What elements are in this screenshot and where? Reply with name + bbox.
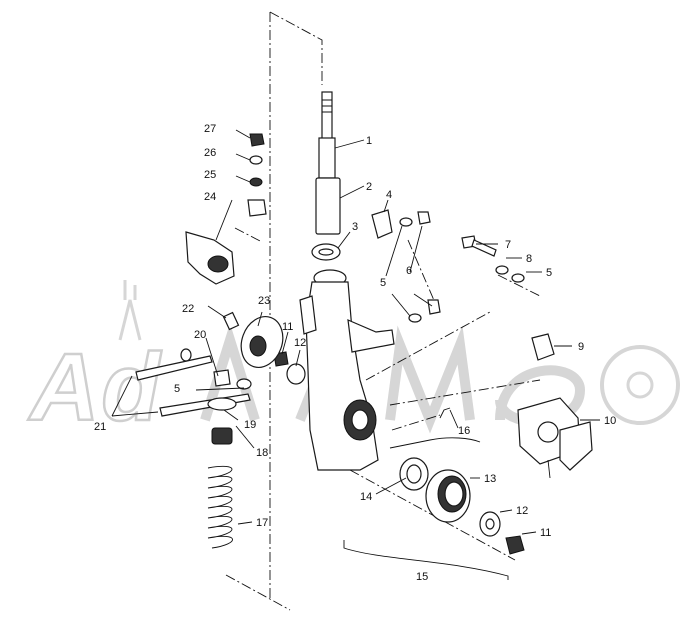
callout-5-left: 5 [174, 383, 180, 395]
callout-24: 24 [204, 191, 216, 203]
washer-25 [249, 177, 263, 187]
nut-lower [427, 299, 441, 315]
callout-5-right: 5 [546, 267, 552, 279]
callout-27: 27 [204, 123, 216, 135]
callout-25: 25 [204, 169, 216, 181]
washer-26 [249, 155, 263, 165]
wheel-bearing [425, 469, 471, 523]
sensor-wire [439, 407, 451, 419]
watermark-wheel-icon [600, 345, 680, 425]
nut-upper [417, 211, 431, 225]
pin-22 [222, 311, 240, 331]
callout-21: 21 [94, 421, 106, 433]
callout-23: 23 [258, 295, 270, 307]
callout-9: 9 [578, 341, 584, 353]
callout-7: 7 [505, 239, 511, 251]
leader-lines [111, 129, 600, 580]
callout-20: 20 [194, 329, 206, 341]
callout-12-right: 12 [516, 505, 528, 517]
upper-bracket [185, 231, 235, 285]
callout-4: 4 [386, 189, 392, 201]
nut-11-right [505, 535, 525, 555]
callout-8: 8 [526, 253, 532, 265]
callout-13: 13 [484, 473, 496, 485]
washer-12-left [286, 363, 306, 385]
spring-cap [211, 427, 233, 445]
callout-6: 6 [406, 265, 412, 277]
rubber-block [531, 333, 555, 361]
washer-5-left [236, 378, 252, 390]
bolt-7 [461, 235, 497, 257]
callout-11-right: 11 [540, 527, 551, 539]
callout-11-left: 11 [282, 321, 293, 333]
watermark-text: Ad [28, 334, 162, 441]
callout-17: 17 [256, 517, 268, 529]
spindle-shaft [318, 91, 336, 179]
coil-spring [207, 465, 233, 549]
washer-lower [408, 313, 422, 323]
callout-22: 22 [182, 303, 194, 315]
callout-26: 26 [204, 147, 216, 159]
callout-labels: 1 2 3 4 5 6 7 8 5 9 10 16 14 13 12 11 15… [94, 123, 616, 583]
spindle-sleeve [315, 177, 341, 235]
brake-caliper [517, 397, 593, 479]
callout-12-left: 12 [294, 337, 306, 349]
nut-27 [249, 133, 265, 147]
callout-15: 15 [416, 571, 428, 583]
callout-5-center: 5 [380, 277, 386, 289]
callout-18: 18 [256, 447, 268, 459]
callout-19: 19 [244, 419, 256, 431]
callout-14: 14 [360, 491, 372, 503]
nut-20 [213, 369, 231, 387]
washer-upper [399, 217, 413, 227]
watermark-castle-icon [118, 280, 142, 341]
steering-knuckle [299, 269, 395, 471]
washer-19 [207, 397, 237, 411]
bushing-23 [240, 316, 284, 368]
callout-10: 10 [604, 415, 616, 427]
washer-5-right [511, 273, 525, 283]
callout-2: 2 [366, 181, 372, 193]
cap-24 [247, 199, 267, 217]
steering-bracket [371, 209, 393, 239]
callout-1: 1 [366, 135, 372, 147]
callout-16: 16 [458, 425, 470, 437]
callout-3: 3 [352, 221, 358, 233]
washer-8 [495, 265, 509, 275]
